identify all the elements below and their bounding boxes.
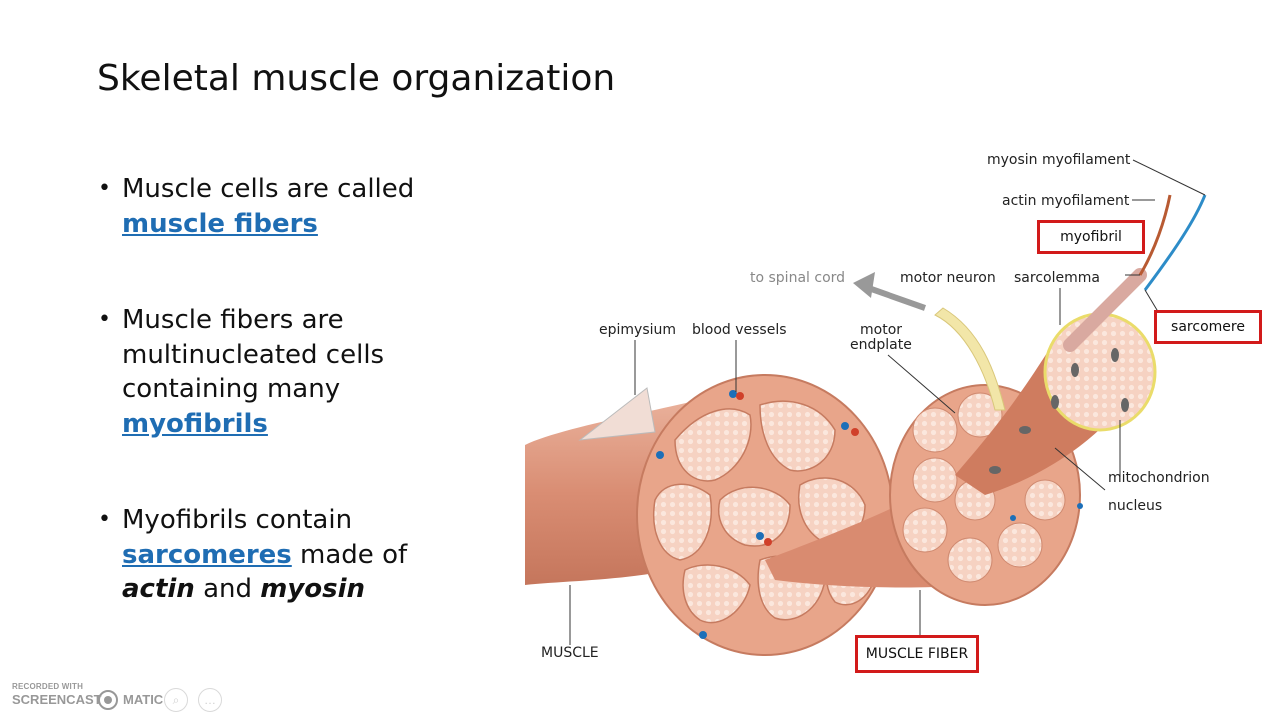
watermark-brand-left: SCREENCAST [12,692,102,707]
label-blood-vessels: blood vessels [692,322,787,338]
label-muscle-fiber-box: MUSCLE FIBER [855,635,979,673]
bullet-3-and: and [203,574,252,604]
watermark-brand-right: MATIC [123,692,164,707]
muscle-diagram: myosin myofilament actin myofilament myo… [515,140,1275,680]
motor-neuron-axon [934,307,1006,411]
screencast-watermark: RECORDED WITH SCREENCAST MATIC ⌕ … [6,680,246,720]
label-actin-myofilament: actin myofilament [1002,193,1130,209]
label-sarcomere-box: sarcomere [1154,310,1262,344]
blood-vessels [656,390,1083,639]
label-epimysium: epimysium [599,322,677,338]
label-sarcolemma: sarcolemma [1014,270,1100,286]
label-myosin-myofilament: myosin myofilament [987,152,1131,168]
label-to-spinal-cord: to spinal cord [750,270,846,286]
muscle-illustration [525,159,1207,656]
term-myosin: myosin [260,574,366,604]
myosin-filament [1143,194,1207,291]
bullet-2-text: Muscle fibers are multinucleated cells c… [122,305,385,404]
more-options-icon[interactable]: … [198,688,222,712]
bullet-3-text: Myofibrils contain [122,505,353,535]
muscle-cell-cross-section [1043,312,1157,432]
epimysium-flap [578,387,656,441]
label-nucleus: nucleus [1108,498,1163,514]
zoom-icon[interactable]: ⌕ [164,688,188,712]
label-myofibril-box: myofibril [1037,220,1145,254]
bullet-dot: • [98,307,111,332]
label-motor-endplate-1: motor [860,322,903,338]
slide-title: Skeletal muscle organization [97,58,616,99]
bullet-dot: • [98,507,111,532]
label-motor-neuron: motor neuron [900,270,996,286]
label-muscle: MUSCLE [541,645,599,661]
actin-filament [1138,194,1172,276]
record-icon [98,690,118,710]
watermark-recorded-with: RECORDED WITH [12,682,84,691]
term-actin: actin [122,574,195,604]
link-muscle-fibers[interactable]: muscle fibers [122,208,318,239]
bullet-1-text: Muscle cells are called [122,174,415,204]
label-mitochondrion: mitochondrion [1108,470,1210,486]
myofibril-strand [1063,268,1147,352]
fascicles [653,400,876,624]
link-sarcomeres[interactable]: sarcomeres [122,539,292,570]
bullet-3-made-of: made of [300,539,408,570]
link-myofibrils[interactable]: myofibrils [122,408,268,439]
bullet-dot: • [98,176,111,201]
label-motor-endplate-2: endplate [850,337,912,353]
leader-lines [569,159,1206,645]
mitochondria [989,348,1129,474]
